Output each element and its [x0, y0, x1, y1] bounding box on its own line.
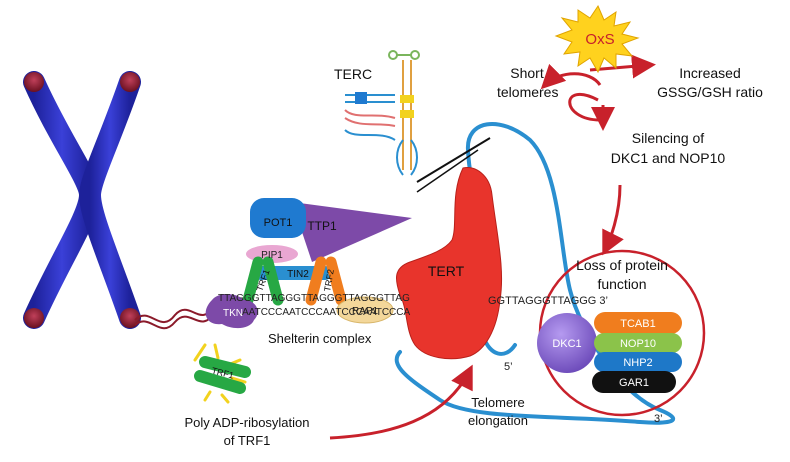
oxs-star-icon	[554, 4, 640, 74]
shelterin-complex	[205, 198, 412, 329]
trf2-label: TRF2	[322, 268, 336, 292]
telomere-seq-bottom: AATCCCAATCCCAATCCCAATCCCA	[242, 307, 410, 318]
silencing-label: Silencing of DKC1 and NOP10	[610, 130, 726, 166]
rap1-protein	[336, 296, 394, 324]
rap1-label: RAP1	[352, 306, 379, 317]
loss-of-function-label: Loss of protein function	[576, 257, 668, 292]
trf1-free-protein	[193, 343, 251, 404]
telomere-elongation-label: Telomere elongation	[468, 395, 528, 428]
arrows	[329, 54, 656, 440]
pot1-protein	[250, 198, 306, 238]
terc-connector	[416, 137, 491, 183]
telomere-cap	[24, 308, 44, 328]
poly-adp-label: Poly ADP-ribosylation of TRF1	[184, 415, 310, 448]
trf1-protein	[242, 256, 284, 306]
telomere-cap	[24, 72, 44, 92]
ttp1-label: TTP1	[307, 219, 337, 233]
nop10-protein	[594, 333, 682, 353]
terc-label: TERC	[334, 66, 373, 82]
prime5-label: 5’	[504, 361, 513, 373]
nhp2-label: NHP2	[623, 357, 652, 369]
gar1-protein	[592, 371, 676, 393]
prime3-label: 3’	[654, 413, 663, 425]
nop10-label: NOP10	[620, 338, 656, 350]
telomere-cap	[120, 308, 140, 328]
tkn-protein	[205, 294, 258, 329]
ttp1-protein	[292, 202, 412, 262]
trf2-protein	[305, 256, 347, 306]
gar1-label: GAR1	[619, 377, 649, 389]
telomere-cap	[120, 72, 140, 92]
short-telomeres-label: Short telomeres	[497, 65, 559, 100]
tin2-label: TIN2	[287, 269, 309, 280]
pot1-label: POT1	[264, 217, 293, 229]
tcab1-label: TCAB1	[620, 318, 655, 330]
tkn-label: TKN	[223, 308, 243, 319]
oxs-label: OxS	[585, 31, 614, 48]
nhp2-protein	[594, 352, 682, 372]
increased-ratio-label: Increased GSSG/GSH ratio	[657, 65, 763, 100]
terc-connector	[416, 149, 479, 193]
pip1-label: PIP1	[261, 250, 283, 261]
telomere-seq-top: TTAGGGTTAGGGTTAGGGTTAGGGTTAG	[218, 293, 410, 304]
dkc1-complex	[537, 312, 682, 393]
dkc1-protein	[537, 313, 597, 373]
shelterin-complex-label: Shelterin complex	[268, 331, 372, 346]
tert-protein	[395, 166, 503, 360]
terc-rna-icon	[344, 50, 420, 176]
chromosome	[23, 71, 236, 330]
tcab1-protein	[594, 312, 682, 334]
tert-label: TERT	[428, 263, 465, 279]
telomere-seq-right: GGTTAGGGTTAGGG 3’	[488, 295, 608, 307]
dkc1-label: DKC1	[552, 338, 581, 350]
